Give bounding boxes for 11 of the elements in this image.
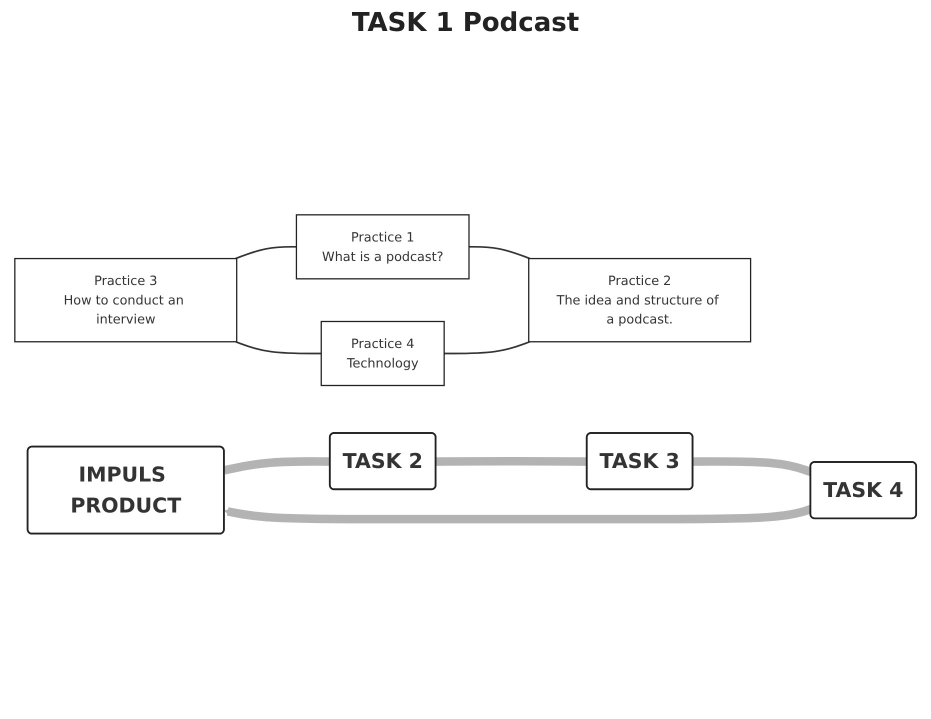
node-box: Practice 4 Technology (320, 321, 445, 386)
connector (223, 457, 330, 475)
connector (469, 246, 530, 260)
connector (444, 341, 530, 355)
connector (436, 457, 588, 466)
node-box: Practice 2 The idea and structure of a podcast. (528, 258, 752, 343)
node-box: Practice 1 What is a podcast? (296, 214, 470, 280)
node-box: Practice 3 How to conduct an interview (14, 258, 238, 343)
center-label: TASK 1 Podcast (352, 8, 580, 38)
connector (235, 246, 296, 260)
connector (235, 341, 322, 355)
